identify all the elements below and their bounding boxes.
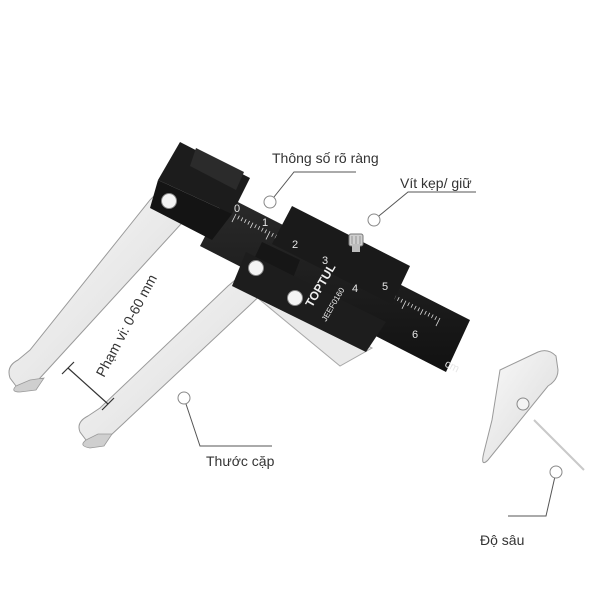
- scale-tick: [231, 213, 237, 223]
- scale-number: 5: [382, 281, 388, 293]
- scale-tick: [247, 220, 250, 225]
- scale-tick: [257, 225, 261, 230]
- callout-markers: [177, 195, 563, 479]
- scale-tick: [237, 215, 240, 220]
- scale-tick: [400, 298, 403, 303]
- depth-rod: [533, 419, 585, 471]
- marker-dot: [263, 195, 277, 209]
- scale-tick: [435, 317, 441, 327]
- rivet: [248, 260, 264, 276]
- vernier-slider: [232, 206, 410, 352]
- scale-tick: [401, 300, 407, 309]
- scale-tick: [265, 231, 271, 240]
- rivet: [516, 397, 530, 411]
- rivet: [161, 193, 177, 209]
- scale-number: 1: [262, 217, 268, 229]
- callout-depth: Độ sâu: [480, 532, 525, 548]
- scale-numbers: 0 1 2 3 4 5 6 cm: [234, 203, 461, 375]
- scale-tick: [424, 310, 427, 315]
- unit-label: cm: [443, 358, 462, 375]
- fixed-jaw: [8, 189, 193, 393]
- callout-lines: [183, 171, 557, 517]
- scale-tick: [431, 314, 434, 319]
- scale-tick: [264, 229, 267, 234]
- scale-tick: [249, 222, 254, 229]
- scale-number: 3: [322, 255, 328, 267]
- range-bracket: [61, 361, 115, 411]
- scale-tick: [261, 227, 264, 232]
- depth-foot: [482, 350, 559, 464]
- scale-number: 2: [292, 239, 298, 251]
- callout-locking-screw: Vít kẹp/ giữ: [400, 175, 472, 191]
- scale-tick: [427, 312, 431, 317]
- scale-number: 4: [352, 283, 358, 295]
- marker-dot: [367, 213, 381, 227]
- scale-tick: [434, 316, 437, 321]
- scale-number: 6: [412, 329, 418, 341]
- scale-tick: [414, 305, 417, 310]
- callout-caliper: Thước cặp: [206, 453, 275, 469]
- sliding-jaw: [78, 275, 267, 449]
- scale-number: 0: [234, 203, 240, 215]
- scale-tick: [397, 297, 400, 301]
- marker-dot: [177, 391, 191, 405]
- rivet: [287, 290, 303, 306]
- locking-screw: [348, 233, 364, 252]
- scale-tick: [244, 219, 247, 223]
- scale-tick: [407, 302, 410, 307]
- scale-tick: [240, 217, 244, 222]
- marker-dot: [549, 465, 563, 479]
- scale-tick: [417, 307, 420, 312]
- scale-tick: [419, 309, 424, 315]
- scale-tick: [410, 303, 414, 308]
- scale-tick: [271, 232, 274, 237]
- scale-tick: [254, 224, 257, 229]
- callout-clear-scale: Thông số rõ ràng: [272, 150, 379, 166]
